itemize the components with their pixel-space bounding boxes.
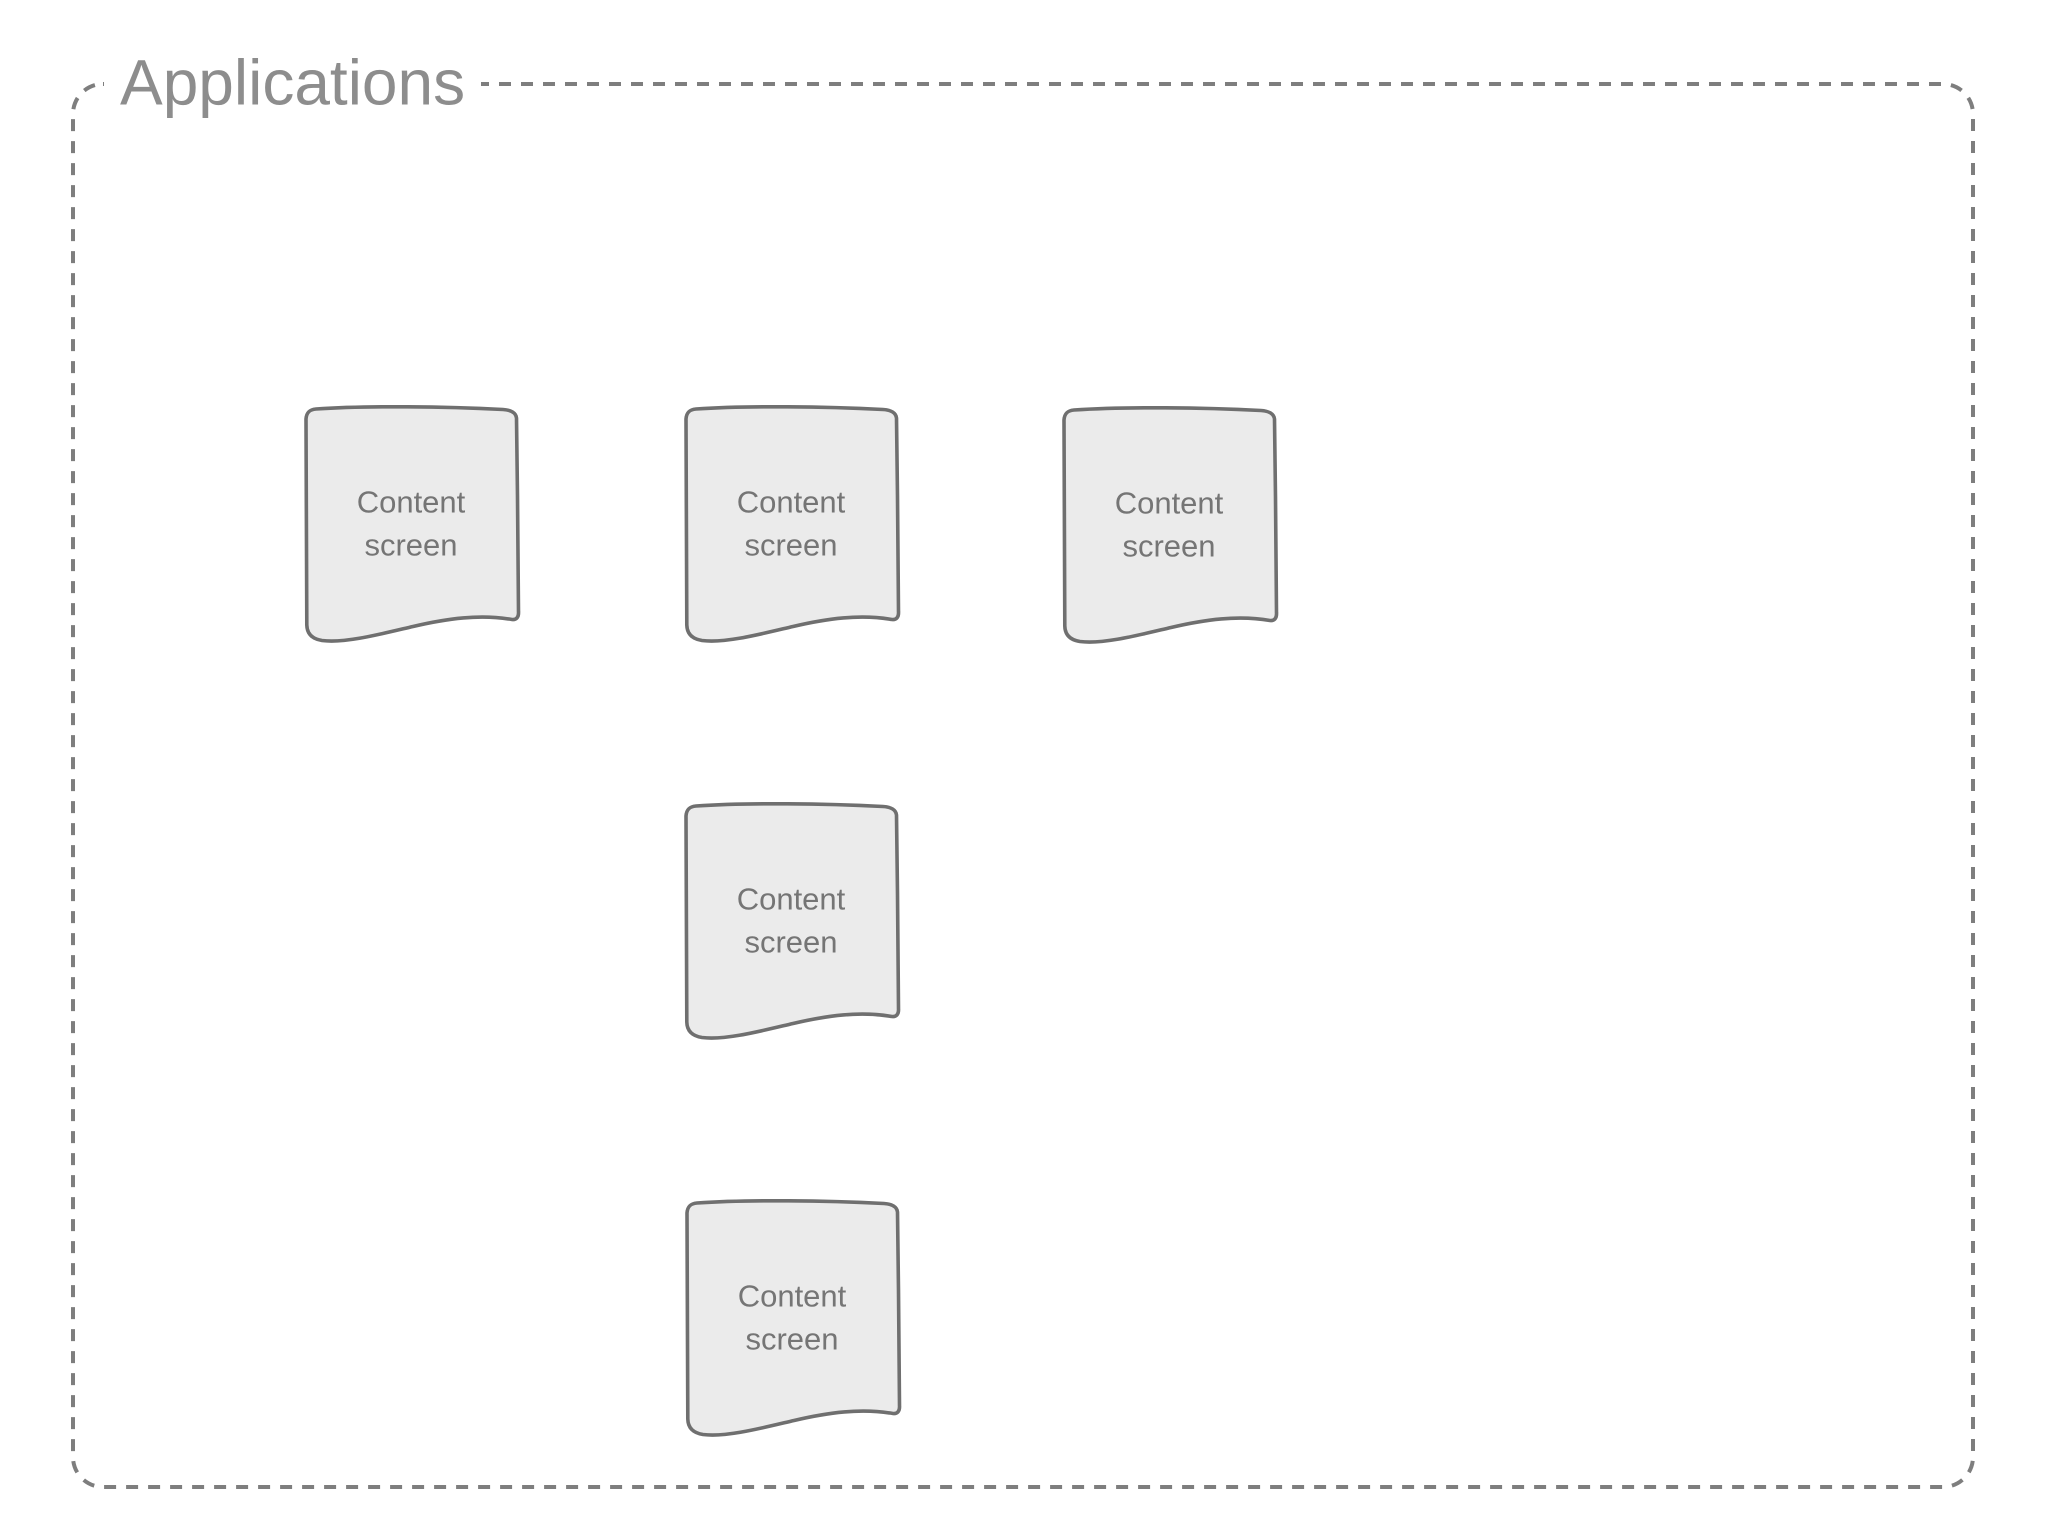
applications-group-title: Applications [104, 46, 482, 121]
content-screen-card-1: Content screen [296, 404, 526, 650]
sticky-note-shape [1062, 405, 1279, 644]
sticky-note-shape [685, 1198, 902, 1437]
dashed-border-rect [71, 82, 1975, 1489]
sticky-note-shape [304, 404, 521, 643]
content-screen-card-2: Content screen [676, 404, 906, 650]
sticky-note-shape [684, 801, 901, 1040]
sticky-note-shape [684, 404, 901, 643]
content-screen-card-5: Content screen [677, 1198, 907, 1444]
content-screen-card-3: Content screen [1054, 405, 1284, 651]
content-screen-card-4: Content screen [676, 801, 906, 1047]
content-screen-label: Content screen [1114, 485, 1224, 564]
content-screen-label: Content screen [736, 881, 846, 960]
content-screen-label: Content screen [737, 1278, 847, 1357]
content-screen-label: Content screen [736, 484, 846, 563]
content-screen-label: Content screen [356, 484, 466, 563]
